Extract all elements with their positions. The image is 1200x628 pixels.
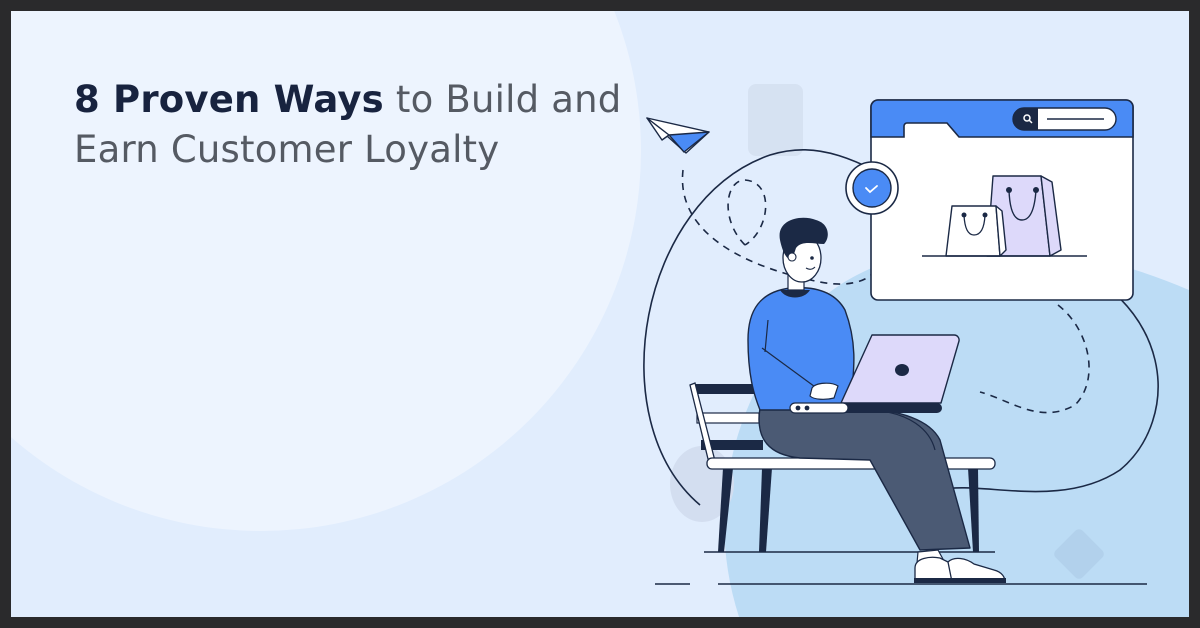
decor-rect <box>748 84 803 156</box>
headline: 8 Proven Ways to Build and Earn Customer… <box>74 75 621 175</box>
person <box>747 217 1006 583</box>
check-badge-icon <box>845 161 899 215</box>
search-icon <box>1023 114 1031 122</box>
paper-plane-icon <box>646 117 710 154</box>
banner-canvas: 8 Proven Ways to Build and Earn Customer… <box>11 11 1189 617</box>
laptop-icon <box>789 334 960 414</box>
headline-line1-rest: to Build and <box>383 78 622 121</box>
search-bar[interactable] <box>1012 107 1117 131</box>
decor-diamond <box>1054 529 1104 579</box>
browser-window <box>870 99 1134 301</box>
dashed-path-right <box>979 304 1090 414</box>
illustration <box>643 84 1189 617</box>
shopping-bag-icon-small <box>945 205 1007 257</box>
headline-line2: Earn Customer Loyalty <box>74 128 500 171</box>
headline-bold: 8 Proven Ways <box>74 78 384 121</box>
